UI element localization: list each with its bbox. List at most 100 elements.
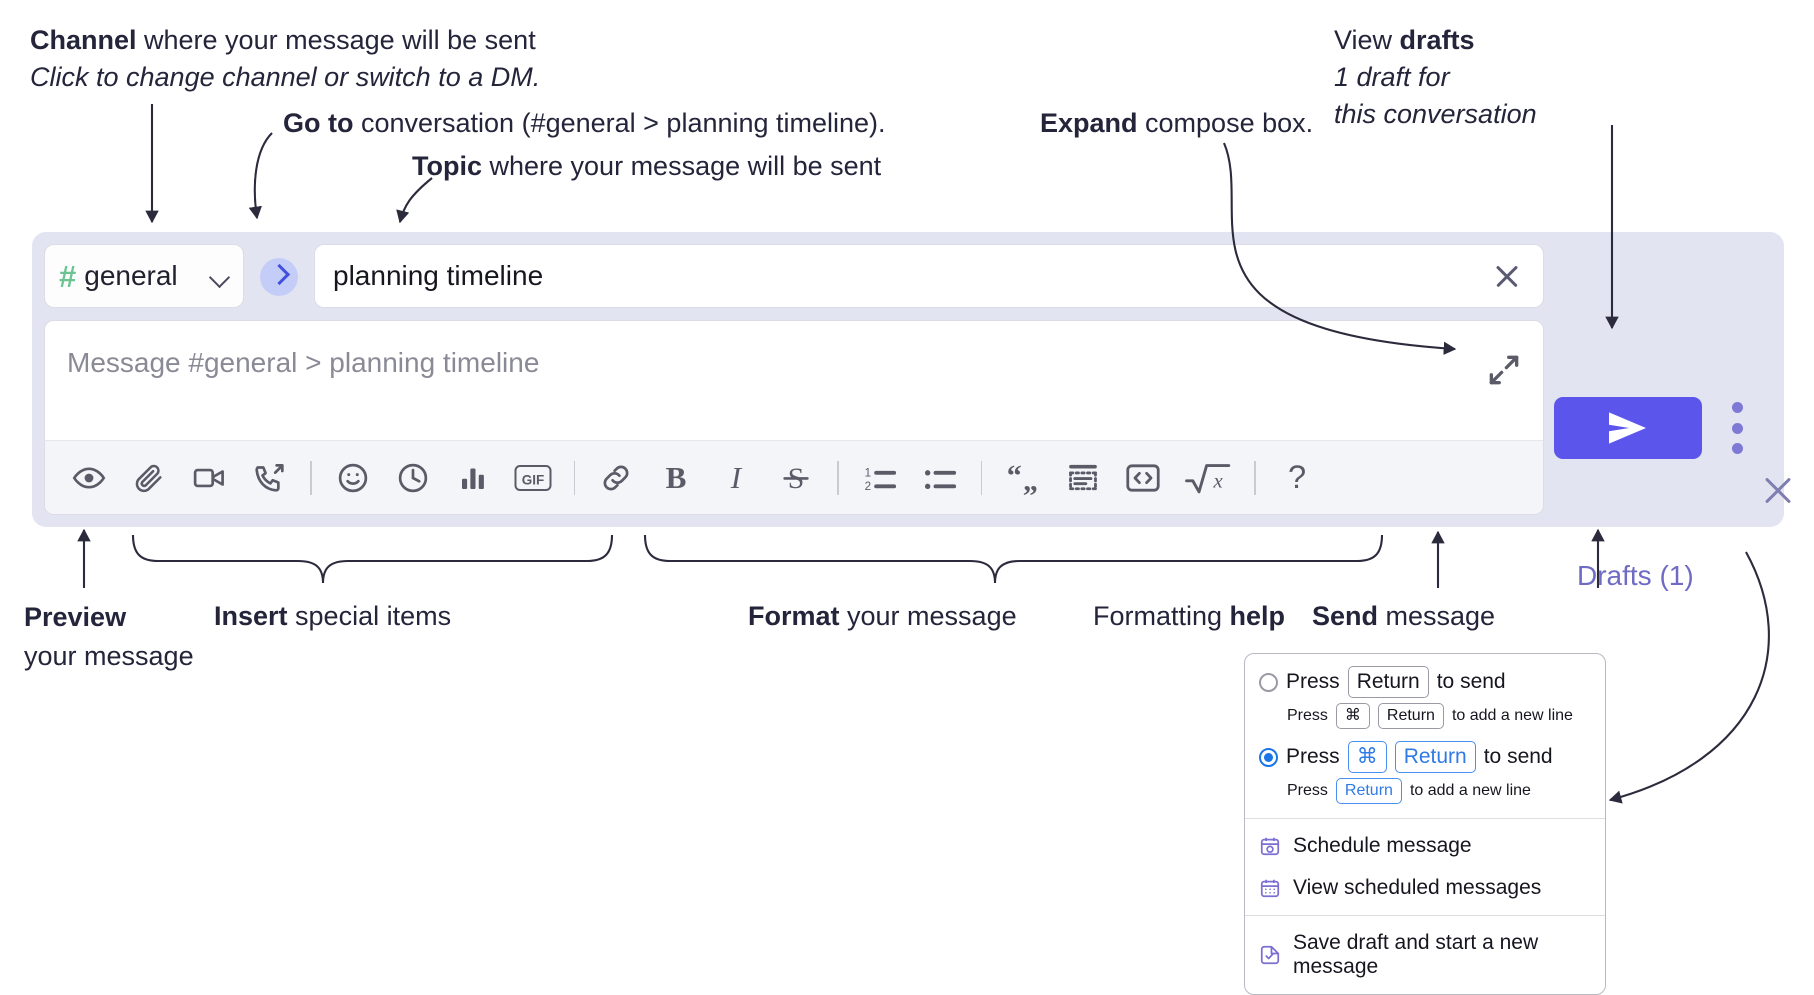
annotation-channel-rest: where your message will be sent xyxy=(136,25,536,55)
option2-suffix: to send xyxy=(1483,745,1553,769)
topic-input[interactable]: planning timeline xyxy=(314,244,1544,308)
annotation-preview: Preview your message xyxy=(24,598,194,676)
blockquote-icon[interactable]: “ „ xyxy=(993,449,1053,507)
go-to-conversation-button[interactable] xyxy=(260,258,298,296)
send-button[interactable] xyxy=(1554,397,1702,459)
annotation-drafts-prefix: View xyxy=(1334,25,1400,55)
radio-button[interactable] xyxy=(1259,672,1278,692)
annotated-screenshot: Channel where your message will be sent … xyxy=(0,0,1814,944)
save-draft-icon xyxy=(1260,946,1280,965)
math-icon[interactable]: x xyxy=(1173,449,1243,507)
poll-icon[interactable] xyxy=(443,449,503,507)
compose-options-button[interactable] xyxy=(1725,402,1749,454)
code-block-icon[interactable] xyxy=(1053,449,1113,507)
attachment-icon[interactable] xyxy=(119,449,179,507)
menu-item-save-draft[interactable]: Save draft and start a new message xyxy=(1245,922,1605,988)
gif-icon[interactable]: GIF xyxy=(503,449,563,507)
menu-item-view-scheduled-messages[interactable]: View scheduled messages xyxy=(1245,867,1605,909)
compose-inner: # general planning timeline Message #gen… xyxy=(44,244,1544,515)
radio-button-selected[interactable] xyxy=(1259,747,1278,767)
calendar-clock-icon xyxy=(1260,837,1280,856)
annotation-drafts-italic-1: 1 draft for xyxy=(1334,62,1450,92)
annotation-topic: Topic where your message will be sent xyxy=(412,148,881,185)
menu-item-schedule-message[interactable]: Schedule message xyxy=(1245,825,1605,867)
annotation-send: Send message xyxy=(1312,598,1495,635)
option1-hint: Press ⌘ Return to add a new line xyxy=(1287,703,1591,729)
annotation-channel-bold: Channel xyxy=(30,25,137,55)
calendar-grid-icon xyxy=(1260,879,1280,898)
key-command: ⌘ xyxy=(1347,740,1387,774)
toolbar-separator xyxy=(980,460,983,495)
clear-topic-icon[interactable] xyxy=(1489,258,1525,294)
option-return-to-send[interactable]: Press Return to send xyxy=(1259,666,1591,699)
audio-call-icon[interactable] xyxy=(239,449,299,507)
topic-value: planning timeline xyxy=(333,260,544,291)
svg-text:GIF: GIF xyxy=(521,472,544,487)
expand-icon[interactable] xyxy=(1485,351,1523,389)
formatting-toolbar: GIF B xyxy=(45,440,1543,514)
chevron-down-icon xyxy=(211,267,229,285)
annotation-expand-rest: compose box. xyxy=(1137,108,1314,138)
key-return: Return xyxy=(1347,666,1429,699)
annotation-goto-rest: conversation (#general > planning timeli… xyxy=(353,108,886,138)
menu-divider xyxy=(1245,915,1605,917)
option2-sub-suffix: to add a new line xyxy=(1409,782,1531,800)
toolbar-separator xyxy=(837,460,839,495)
annotation-insert-bold: Insert xyxy=(214,601,288,631)
message-block: Message #general > planning timeline xyxy=(44,320,1544,515)
annotation-format-rest: your message xyxy=(839,601,1017,631)
key-return: Return xyxy=(1335,778,1402,804)
chevron-right-icon xyxy=(268,263,291,286)
compose-header-row: # general planning timeline xyxy=(44,244,1544,310)
video-icon[interactable] xyxy=(179,449,239,507)
italic-icon[interactable]: I xyxy=(706,449,766,507)
hash-icon: # xyxy=(59,258,76,294)
menu-item-label: View scheduled messages xyxy=(1293,876,1542,900)
annotation-format-bold: Format xyxy=(748,601,840,631)
key-command: ⌘ xyxy=(1335,703,1370,729)
strikethrough-icon[interactable]: S xyxy=(766,449,826,507)
key-return: Return xyxy=(1377,703,1444,729)
key-return: Return xyxy=(1394,740,1476,774)
channel-name: general xyxy=(84,260,178,291)
option2-hint: Press Return to add a new line xyxy=(1287,778,1591,804)
compose-panel: Drafts (1) # general planning timeline xyxy=(32,232,1784,591)
option-cmd-return-to-send[interactable]: Press ⌘ Return to send xyxy=(1259,740,1591,774)
bulleted-list-icon[interactable] xyxy=(910,449,970,507)
toolbar-separator xyxy=(310,460,312,495)
svg-text:1: 1 xyxy=(864,467,870,479)
option1-suffix: to send xyxy=(1436,670,1506,694)
close-icon[interactable] xyxy=(1758,470,1798,510)
annotation-format: Format your message xyxy=(748,598,1017,635)
clock-icon[interactable] xyxy=(383,449,443,507)
channel-picker[interactable]: # general xyxy=(44,244,244,308)
bold-icon[interactable]: B xyxy=(646,449,706,507)
emoji-icon[interactable] xyxy=(323,449,383,507)
drafts-link[interactable]: Drafts (1) xyxy=(1577,560,1694,591)
annotation-topic-bold: Topic xyxy=(412,151,482,181)
send-shortcut-options: Press Return to send Press ⌘ Return to a… xyxy=(1245,654,1605,818)
help-icon[interactable]: ? xyxy=(1267,449,1327,507)
toolbar-separator xyxy=(1254,460,1256,495)
svg-text:B: B xyxy=(666,461,687,495)
toolbar-separator xyxy=(573,460,576,495)
annotation-drafts-bold: drafts xyxy=(1399,25,1475,55)
preview-icon[interactable] xyxy=(59,449,119,507)
annotation-expand: Expand compose box. xyxy=(1040,105,1313,142)
annotation-send-rest: message xyxy=(1378,601,1496,631)
menu-item-label: Schedule message xyxy=(1293,834,1472,858)
annotation-goto-bold: Go to xyxy=(283,108,354,138)
svg-text:?: ? xyxy=(1288,461,1306,495)
inline-code-icon[interactable] xyxy=(1113,449,1173,507)
message-input[interactable]: Message #general > planning timeline xyxy=(45,321,1543,439)
option2-sub-prefix: Press xyxy=(1287,782,1328,800)
compose-options-menu: Press Return to send Press ⌘ Return to a… xyxy=(1244,653,1606,995)
annotation-help-bold: help xyxy=(1229,601,1286,631)
svg-text:“: “ xyxy=(1007,461,1022,493)
ordered-list-icon[interactable]: 1 2 xyxy=(850,449,910,507)
option1-sub-prefix: Press xyxy=(1287,707,1328,725)
annotation-insert-rest: special items xyxy=(287,601,452,631)
menu-group-schedule: Schedule message View scheduled messages xyxy=(1245,819,1605,915)
link-icon[interactable] xyxy=(586,449,646,507)
annotation-insert: Insert special items xyxy=(214,598,451,635)
